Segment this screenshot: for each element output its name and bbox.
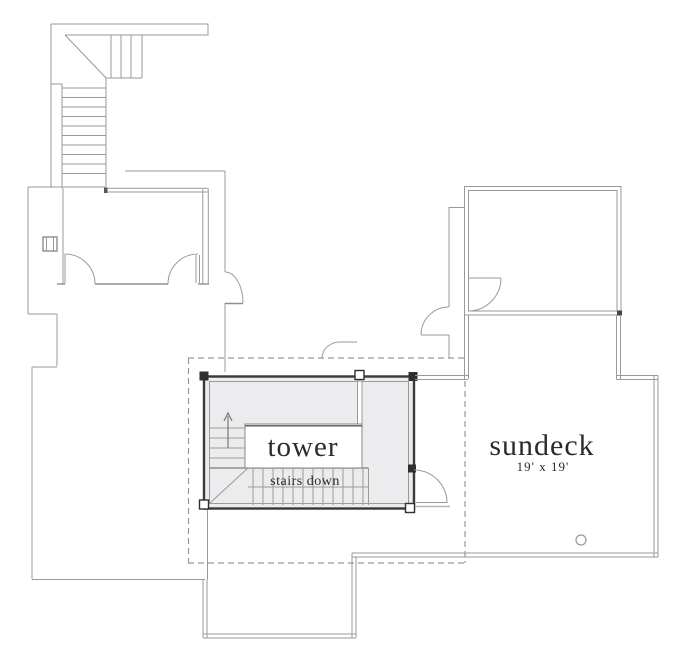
stairs-down-label: stairs down [270,474,340,489]
wall-post [404,502,416,514]
stair-treads [62,87,106,174]
sundeck-label: sundeck [489,429,594,462]
wall-post [408,372,418,381]
wall-post [199,371,209,381]
tower-room-label: tower [267,431,338,463]
door-swing-icon [467,277,502,312]
up-arrow-icon [223,411,233,448]
upper-right-room [464,186,622,379]
door-swing-icon [420,306,450,336]
door-swing-icon [224,271,244,305]
wall-post [408,464,416,473]
middle-left-room [57,187,244,305]
upper-left-staircase [50,23,209,188]
door-swing-icon [413,469,450,508]
door-swing-icon [167,253,200,285]
wall-post [198,499,210,510]
sundeck-area: sundeck 19' x 19' [352,375,659,558]
sundeck-dimensions: 19' x 19' [517,459,570,474]
tower-room: tower stairs down [198,369,450,580]
deck-drain-icon [575,534,587,546]
tower-label-box [244,423,363,469]
left-wing-outline [27,170,465,580]
dashed-boundary [187,306,466,564]
bottom-room [202,553,357,639]
door-swing-icon [321,341,357,359]
window-symbol [42,236,58,252]
wall-post [354,369,365,381]
door-swing-icon [64,253,96,285]
